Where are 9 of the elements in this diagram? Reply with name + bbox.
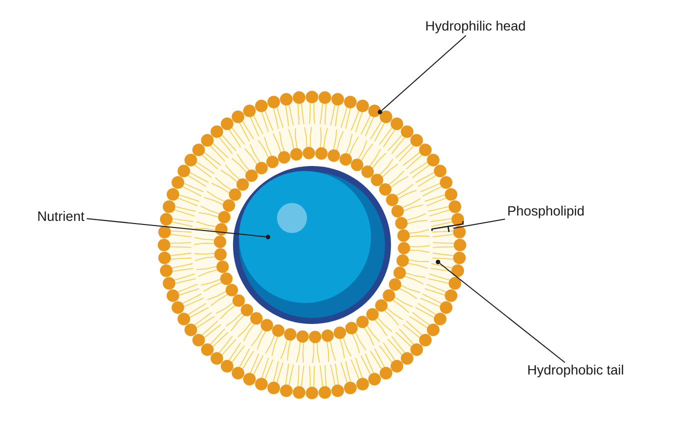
callout-label: Phospholipid (508, 206, 584, 218)
leader-line (86, 218, 266, 238)
callout-label: Nutrient (38, 211, 84, 221)
callout-label: Hydrophobic tail (528, 364, 624, 378)
bracket (431, 221, 464, 232)
callout-label: Hydrophilic head (426, 20, 525, 34)
leader-line (452, 218, 506, 229)
leader-line (439, 263, 566, 364)
leader-line (381, 35, 466, 111)
